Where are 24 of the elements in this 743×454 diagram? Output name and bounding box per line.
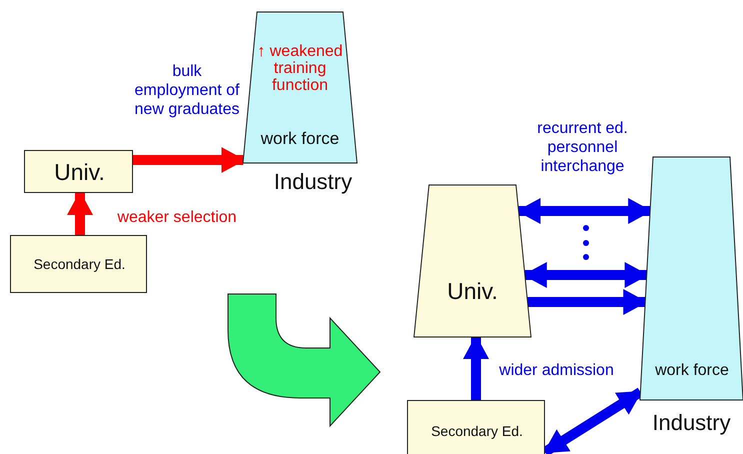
edge-label: recurrent ed. personnel interchange — [536, 119, 629, 177]
edge-label: wider admission — [498, 361, 615, 380]
arrow — [463, 335, 489, 400]
block-caption: Industry — [272, 170, 354, 194]
process-box — [407, 400, 545, 454]
process-box — [10, 235, 147, 293]
edge-label: weaker selection — [116, 208, 238, 228]
node-text: Univ. — [446, 279, 499, 304]
arrow — [528, 289, 648, 315]
trapezoid-block — [640, 157, 743, 400]
arrow — [133, 147, 246, 173]
trapezoid-block — [243, 12, 357, 163]
trapezoid-block — [414, 185, 531, 337]
process-box — [24, 150, 133, 193]
node-text: work force — [260, 130, 340, 148]
arrow — [522, 262, 649, 288]
node-text: ↑ weakened training function — [256, 44, 344, 94]
node-text: Secondary Ed. — [430, 424, 524, 439]
edge-label: bulk employment of new graduates — [134, 62, 240, 120]
node-text: work force — [654, 363, 730, 380]
arrow — [67, 191, 93, 235]
block-caption: Industry — [651, 411, 732, 434]
node-text: Secondary Ed. — [32, 257, 126, 272]
node-text: Univ. — [53, 160, 106, 184]
